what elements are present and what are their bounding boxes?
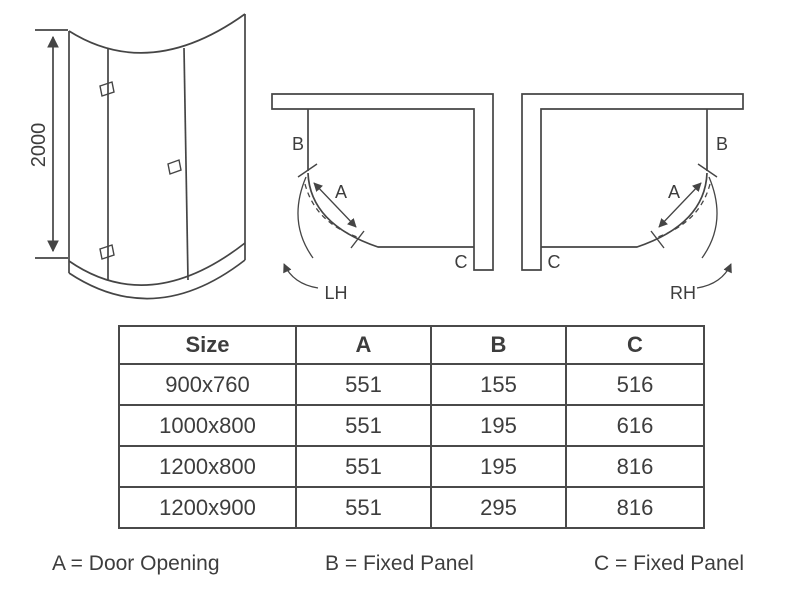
table-row: 1000x800 551 195 616 <box>118 404 705 447</box>
glass-top-curve <box>68 13 246 54</box>
size-table: Size A B C 900x760 551 155 516 1000x800 … <box>118 325 705 529</box>
hinge-bottom-icon <box>99 244 115 260</box>
lh-label-a: A <box>335 182 347 202</box>
rh-label-c: C <box>548 252 561 272</box>
table-header-a: A <box>295 325 432 365</box>
table-cell-a: 551 <box>295 404 432 447</box>
tray-bottom-curve <box>68 259 246 300</box>
rh-plan-view <box>521 93 744 289</box>
lh-tick-c <box>350 230 365 249</box>
rh-swing-direction-arrow <box>696 263 732 289</box>
lh-door-opening-dashed-arc <box>304 183 358 238</box>
handle-icon <box>167 159 182 175</box>
rh-swing-path-arc <box>701 176 718 259</box>
rh-plan-labels: B A C RH <box>548 134 729 303</box>
lh-tick-b <box>297 163 318 178</box>
lh-plan-labels: B A C LH <box>292 134 468 303</box>
table-header-row: Size A B C <box>118 325 705 365</box>
table-cell-b: 195 <box>430 404 567 447</box>
table-header-size: Size <box>118 325 297 365</box>
table-header-c: C <box>565 325 705 365</box>
lh-hand-label: LH <box>324 283 347 303</box>
rh-door-opening-dashed-arc <box>657 183 711 238</box>
table-row: 1200x900 551 295 816 <box>118 486 705 529</box>
glass-bottom-curve <box>68 242 246 286</box>
table-cell-a: 551 <box>295 363 432 406</box>
lh-plan-view <box>271 93 494 289</box>
legend-fixed-panel-b: B = Fixed Panel <box>325 552 474 575</box>
table-cell-b: 195 <box>430 445 567 488</box>
height-dimension-label: 2000 <box>28 123 50 168</box>
front-view: 2000 <box>28 13 246 300</box>
table-cell-size: 1200x800 <box>118 445 297 488</box>
hinge-top-icon <box>99 81 115 97</box>
table-cell-a: 551 <box>295 486 432 529</box>
lh-wall-outline <box>271 93 494 271</box>
table-cell-b: 295 <box>430 486 567 529</box>
rh-wall-outline <box>521 93 744 271</box>
table-cell-c: 616 <box>565 404 705 447</box>
table-cell-size: 900x760 <box>118 363 297 406</box>
rh-label-a: A <box>668 182 680 202</box>
table-row: 900x760 551 155 516 <box>118 363 705 406</box>
table-cell-c: 816 <box>565 486 705 529</box>
door-handle-edge <box>183 47 189 281</box>
table-cell-b: 155 <box>430 363 567 406</box>
lh-door-arc-and-panel-c <box>307 172 474 248</box>
rh-tick-b <box>697 163 718 178</box>
table-cell-a: 551 <box>295 445 432 488</box>
table-cell-size: 1200x900 <box>118 486 297 529</box>
table-row: 1200x800 551 195 816 <box>118 445 705 488</box>
lh-swing-path-arc <box>297 176 314 259</box>
lh-label-c: C <box>455 252 468 272</box>
rh-tick-c <box>650 230 665 249</box>
lh-label-b: B <box>292 134 304 154</box>
lh-dimension-a-arrow <box>313 182 357 228</box>
rh-door-arc-and-panel-c <box>541 172 708 248</box>
rh-label-b: B <box>716 134 728 154</box>
table-cell-c: 816 <box>565 445 705 488</box>
table-header-b: B <box>430 325 567 365</box>
legend-door-opening: A = Door Opening <box>52 552 220 575</box>
table-cell-c: 516 <box>565 363 705 406</box>
lh-swing-direction-arrow <box>283 263 319 289</box>
legend-fixed-panel-c: C = Fixed Panel <box>594 552 744 575</box>
rh-dimension-a-arrow <box>658 182 702 228</box>
rh-hand-label: RH <box>670 283 696 303</box>
table-cell-size: 1000x800 <box>118 404 297 447</box>
